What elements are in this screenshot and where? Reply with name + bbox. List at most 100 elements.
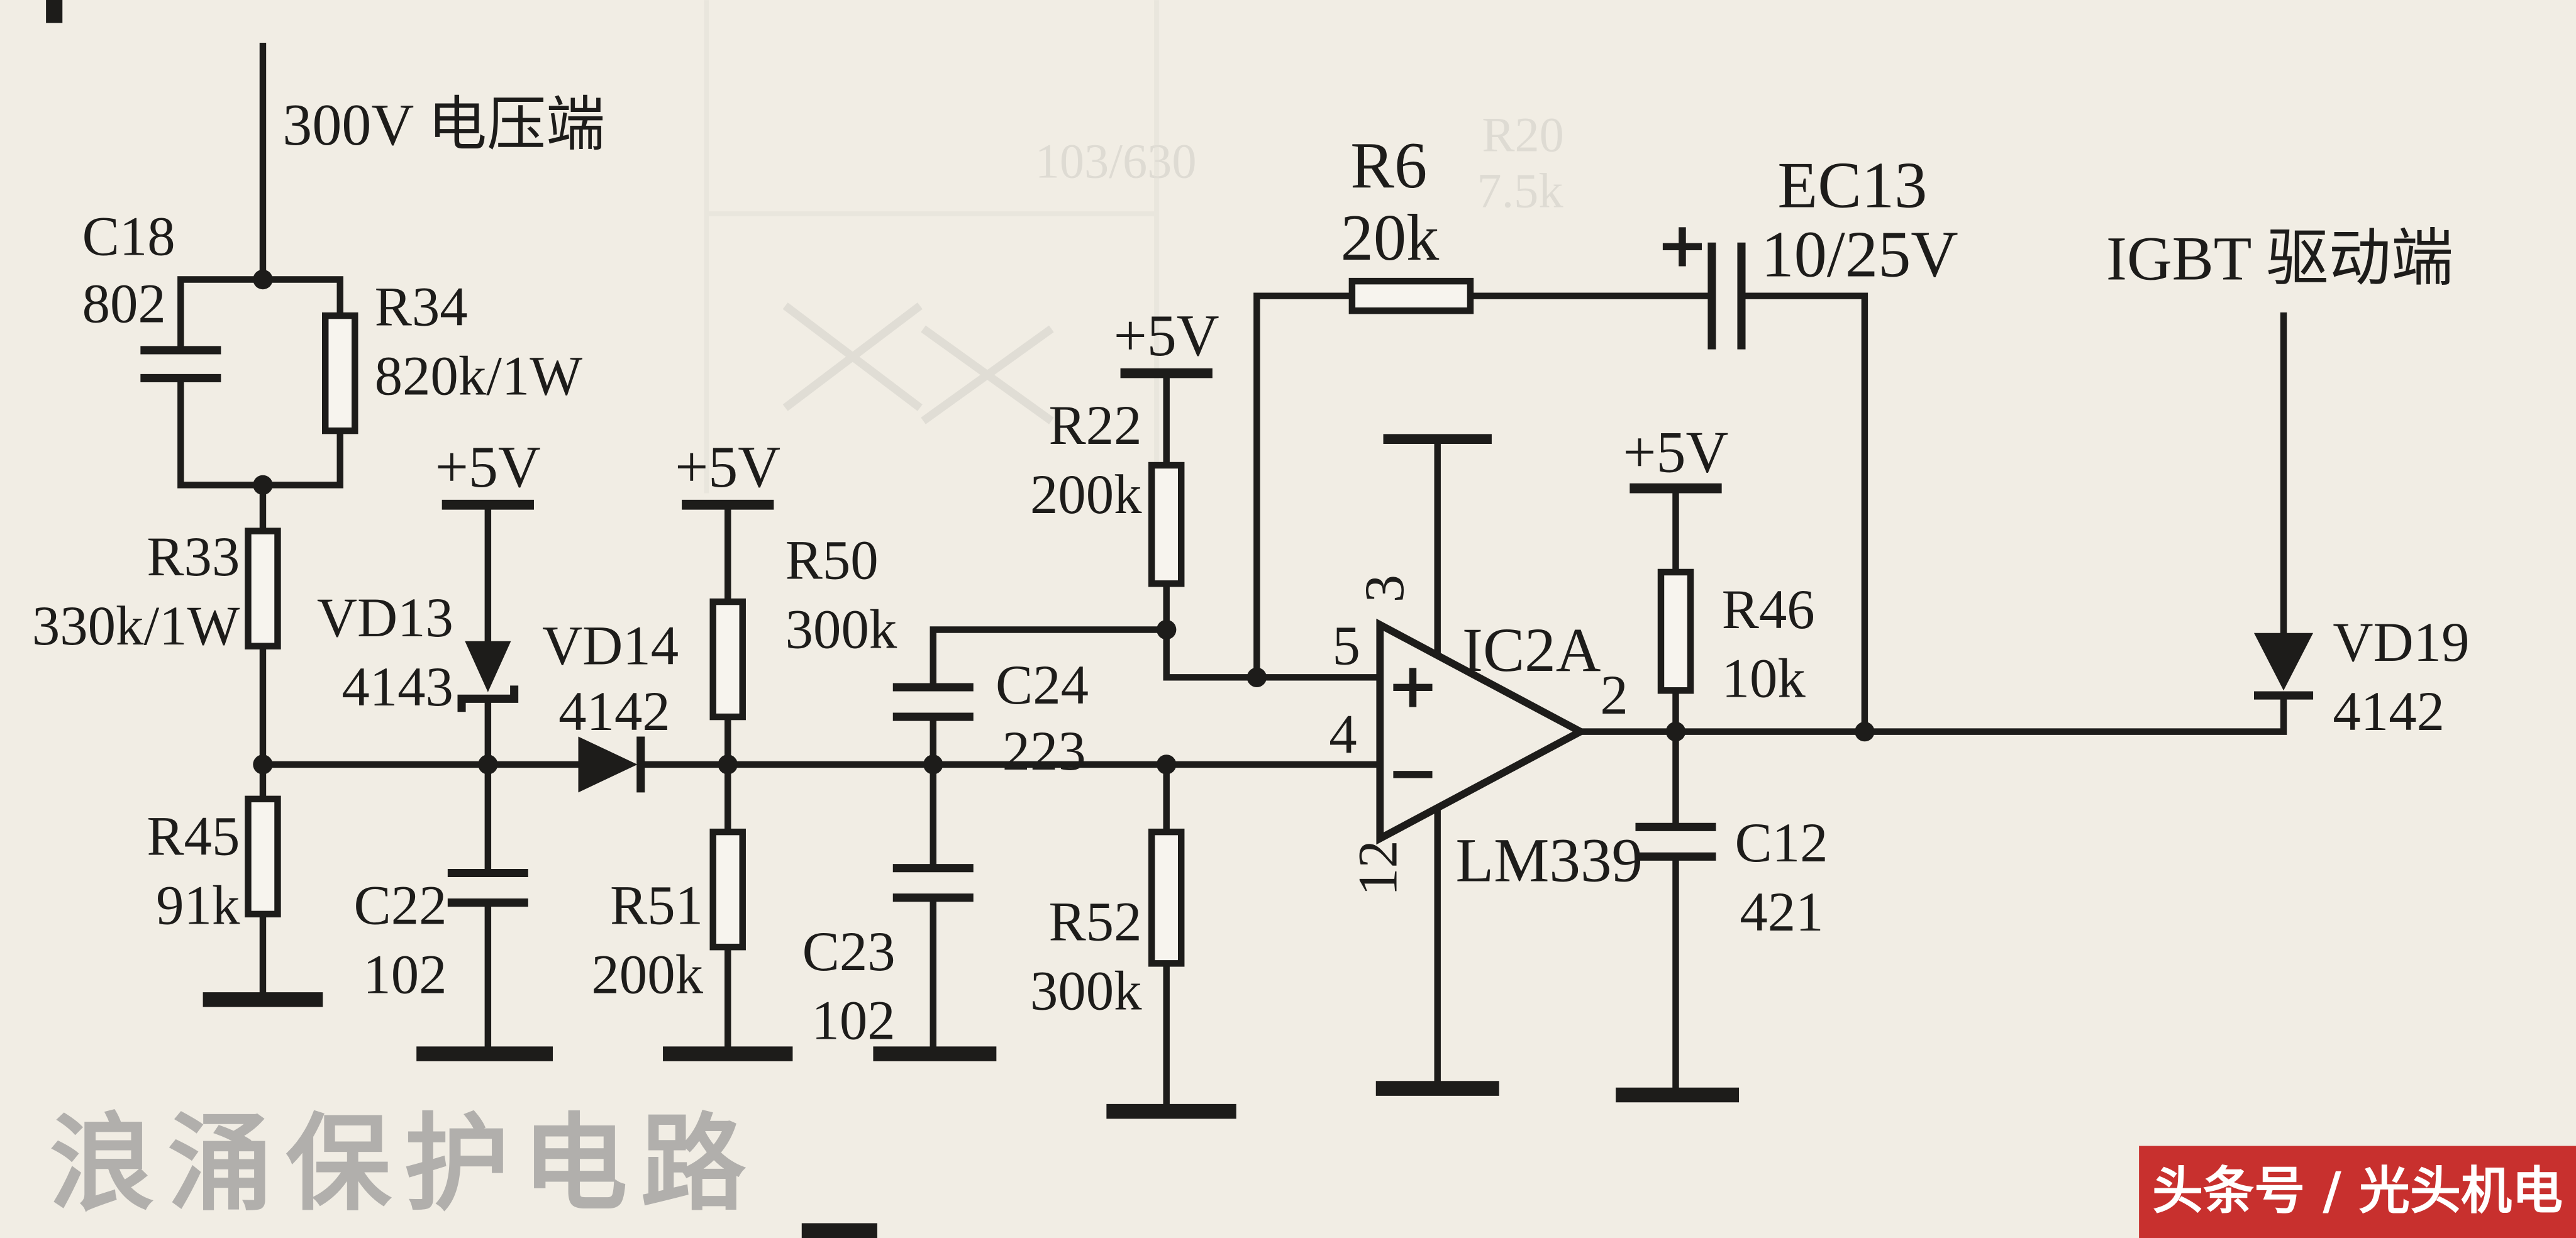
label-R50-value: 300k	[786, 599, 897, 660]
label-R52-name: R52	[1048, 892, 1141, 953]
supply-bars	[441, 368, 1722, 510]
component-labels: C18 802 R34 820k/1W R33 330k/1W R45 91k …	[32, 129, 2470, 1052]
pin-12-label: 12	[1347, 840, 1409, 896]
label-R22-value: 200k	[1030, 464, 1142, 526]
capacitor-plates	[140, 242, 1746, 907]
resistor-R52-body	[1148, 828, 1185, 967]
label-R46-value: 10k	[1722, 648, 1806, 710]
opamp-plus-input-sign: +	[1387, 649, 1439, 722]
label-C22-value: 102	[363, 944, 447, 1005]
junction-dot	[1157, 619, 1177, 640]
opamp-minus-input-sign: −	[1387, 737, 1439, 809]
junction-dot	[1665, 721, 1686, 742]
scan-artifact	[46, 0, 63, 23]
wires	[177, 42, 2287, 1112]
pin-5-label: 5	[1333, 615, 1360, 677]
ghost-table-lines	[704, 0, 1159, 494]
junction-dots	[253, 269, 1875, 775]
label-R33-name: R33	[147, 526, 240, 588]
label-VD19-name: VD19	[2333, 612, 2469, 673]
label-C18-name: C18	[82, 206, 175, 267]
ghost-text: 7.5k	[1477, 163, 1563, 218]
junction-dot	[253, 269, 273, 290]
resistor-bodies	[245, 277, 1694, 967]
label-C24-name: C24	[996, 655, 1089, 716]
diode-triangle	[2254, 633, 2314, 691]
label-C22-name: C22	[353, 875, 447, 937]
resistor-R46-body	[1657, 568, 1694, 694]
resistor-R22-body	[1148, 461, 1185, 587]
ghost-text: R20	[1482, 108, 1564, 162]
junction-dot	[253, 754, 273, 775]
junction-dot	[718, 754, 738, 775]
opamp-IC2A: + − IC2A LM339 5 4 2 3 12	[1329, 575, 1643, 896]
plus5v-label: +5V	[1114, 303, 1219, 368]
label-R6-name: R6	[1350, 129, 1427, 202]
label-C12-name: C12	[1735, 812, 1828, 874]
page-showthrough: R20 7.5k 103/630	[704, 0, 1564, 494]
opamp-part-number: LM339	[1455, 827, 1643, 895]
resistor-R45-body	[245, 795, 281, 918]
scan-artifacts	[46, 0, 877, 1238]
ghost-marks	[782, 302, 1054, 424]
label-R52-value: 300k	[1030, 960, 1142, 1022]
plus5v-label: +5V	[675, 434, 780, 500]
terminal-300v-label: 300V 电压端	[282, 92, 605, 158]
resistor-R6-body	[1348, 277, 1474, 314]
label-R22-name: R22	[1048, 395, 1141, 456]
diode-VD14	[578, 736, 645, 793]
label-R34-name: R34	[375, 277, 468, 338]
label-R34-value: 820k/1W	[375, 346, 583, 407]
resistor-R34-body	[321, 312, 358, 434]
label-EC13-value: 10/25V	[1761, 218, 1958, 290]
label-VD14-value: 4142	[558, 681, 670, 743]
resistor-R51-body	[709, 828, 746, 951]
opamp-triangle	[1376, 618, 1589, 845]
junction-dot	[1246, 667, 1267, 688]
diode-triangle	[465, 641, 511, 692]
pin-4-label: 4	[1329, 704, 1357, 766]
resistor-R50-body	[709, 598, 746, 721]
label-C18-value: 802	[82, 273, 166, 334]
label-VD19-value: 4142	[2333, 681, 2445, 743]
label-C23-value: 102	[811, 990, 895, 1052]
label-R45-name: R45	[147, 806, 240, 868]
label-R33-value: 330k/1W	[32, 595, 240, 657]
junction-dot	[1157, 754, 1177, 775]
plus5v-label: +5V	[1623, 419, 1729, 485]
terminal-igbt-label: IGBT 驱动端	[2106, 224, 2453, 293]
label-C12-value: 421	[1740, 882, 1823, 943]
junction-dot	[1855, 721, 1875, 742]
label-R45-value: 91k	[156, 875, 240, 937]
label-EC13-name: EC13	[1777, 148, 1927, 221]
label-R6-value: 20k	[1341, 201, 1440, 274]
source-badge-text: 头条号 / 光头机电	[2152, 1162, 2563, 1221]
label-R46-name: R46	[1722, 579, 1815, 641]
label-VD13-name: VD13	[317, 587, 453, 649]
zener-cathode-bar	[457, 685, 519, 712]
diode-VD19	[2253, 633, 2314, 700]
junction-dot	[253, 475, 273, 495]
watermark-caption: 浪涌保护电路	[49, 1103, 758, 1225]
source-badge: 头条号 / 光头机电	[2139, 1146, 2576, 1238]
junction-dot	[478, 754, 498, 775]
EC13-polarity-sign: +	[1656, 209, 1708, 282]
label-C24-value: 223	[1002, 721, 1085, 782]
resistor-R33-body	[245, 528, 281, 649]
diode-triangle	[578, 736, 638, 793]
pin-3-label: 3	[1354, 575, 1416, 602]
label-VD14-name: VD14	[542, 615, 679, 677]
label-R50-name: R50	[786, 529, 879, 591]
label-R51-name: R51	[610, 875, 703, 937]
ghost-text: 103/630	[1035, 133, 1197, 188]
label-C23-name: C23	[802, 921, 896, 983]
plus5v-label: +5V	[435, 434, 541, 500]
label-VD13-value: 4143	[341, 656, 453, 718]
source-badge-background	[2139, 1146, 2576, 1238]
ground-bars	[203, 992, 1740, 1119]
junction-dot	[923, 754, 943, 775]
label-R51-value: 200k	[591, 944, 703, 1005]
pin-2-label: 2	[1600, 665, 1628, 726]
